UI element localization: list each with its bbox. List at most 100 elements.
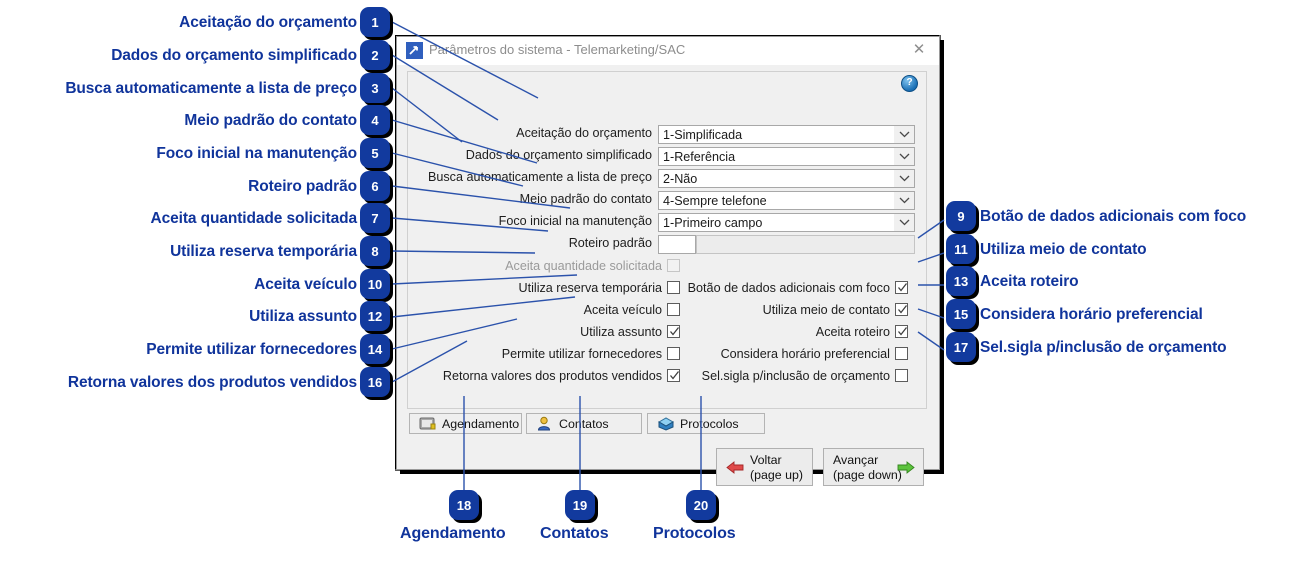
annotation-label-12: Utiliza assunto xyxy=(249,308,357,325)
annotation-badge-9: 9 xyxy=(946,201,976,231)
chevron-down-icon[interactable] xyxy=(894,214,914,231)
chevron-down-icon[interactable] xyxy=(894,192,914,209)
checkbox-input[interactable] xyxy=(895,347,908,360)
protocol-box-icon xyxy=(657,416,675,431)
annotation-label-20: Protocolos xyxy=(653,525,736,542)
help-icon[interactable]: ? xyxy=(901,75,918,92)
checkbox-row[interactable]: Retorna valores dos produtos vendidos xyxy=(408,368,680,386)
annotation-label-14: Permite utilizar fornecedores xyxy=(146,341,357,358)
checkbox-row[interactable]: Botão de dados adicionais com foco xyxy=(688,280,908,298)
annotation-label-11: Utiliza meio de contato xyxy=(980,241,1147,258)
checkbox-row[interactable]: Aceita veículo xyxy=(408,302,680,320)
annotation-label-13: Aceita roteiro xyxy=(980,273,1079,290)
checkbox-label: Permite utilizar fornecedores xyxy=(501,347,662,361)
annotation-badge-7: 7 xyxy=(360,203,390,233)
checkbox-input[interactable] xyxy=(667,347,680,360)
chevron-down-icon[interactable] xyxy=(894,148,914,165)
calendar-book-icon xyxy=(419,416,437,431)
annotation-label-18: Agendamento xyxy=(400,525,506,542)
roteiro-label: Roteiro padrão xyxy=(568,236,652,250)
annotation-label-1: Aceitação do orçamento xyxy=(179,14,357,31)
annotation-badge-11: 11 xyxy=(946,234,976,264)
combo-value: 4-Sempre telefone xyxy=(663,194,767,208)
arrow-right-green-icon xyxy=(897,460,915,475)
checkbox-row[interactable]: Sel.sigla p/inclusão de orçamento xyxy=(688,368,908,386)
combo-row: Busca automaticamente a lista de preço 2-… xyxy=(408,169,915,188)
checkbox-row[interactable]: Utiliza meio de contato xyxy=(688,302,908,320)
combo-box[interactable]: 4-Sempre telefone xyxy=(658,191,915,210)
checkbox-label: Aceita veículo xyxy=(583,303,662,317)
checkbox-row[interactable]: Utiliza reserva temporária xyxy=(408,280,680,298)
combo-box[interactable]: 1-Primeiro campo xyxy=(658,213,915,232)
back-line2: (page up) xyxy=(750,468,804,482)
checkbox-row[interactable]: Considera horário preferencial xyxy=(688,346,908,364)
checkbox-input[interactable] xyxy=(895,369,908,382)
checkbox-row[interactable]: Permite utilizar fornecedores xyxy=(408,346,680,364)
checkbox-label: Utiliza reserva temporária xyxy=(518,281,662,295)
checkbox-row[interactable]: Aceita roteiro xyxy=(688,324,908,342)
toolbar-button-contatos[interactable]: Contatos xyxy=(526,413,642,434)
checkbox-row[interactable]: Utiliza assunto xyxy=(408,324,680,342)
annotation-label-17: Sel.sigla p/inclusão de orçamento xyxy=(980,339,1227,356)
annotation-badge-15: 15 xyxy=(946,299,976,329)
toolbar-button-agendamento[interactable]: Agendamento xyxy=(409,413,522,434)
checkbox-input[interactable] xyxy=(667,281,680,294)
combo-box[interactable]: 1-Referência xyxy=(658,147,915,166)
field-label: Dados do orçamento simplificado xyxy=(465,148,652,162)
annotation-badge-6: 6 xyxy=(360,171,390,201)
annotation-badge-13: 13 xyxy=(946,266,976,296)
roteiro-row: Roteiro padrão xyxy=(408,235,915,254)
window-title: Parâmetros do sistema - Telemarketing/SA… xyxy=(429,42,686,57)
chevron-down-icon[interactable] xyxy=(894,126,914,143)
annotation-badge-20: 20 xyxy=(686,490,716,520)
roteiro-code-input[interactable] xyxy=(658,235,696,254)
annotation-label-15: Considera horário preferencial xyxy=(980,306,1203,323)
title-bar[interactable]: Parâmetros do sistema - Telemarketing/SA… xyxy=(397,37,939,65)
combo-value: 1-Referência xyxy=(663,150,736,164)
annotation-label-6: Roteiro padrão xyxy=(248,178,357,195)
checkbox-input[interactable] xyxy=(667,325,680,338)
field-label: Busca automaticamente a lista de preço xyxy=(427,170,652,184)
annotation-badge-18: 18 xyxy=(449,490,479,520)
checkbox-label: Utiliza meio de contato xyxy=(762,303,890,317)
toolbar-button-label: Protocolos xyxy=(680,416,739,431)
toolbar-button-protocolos[interactable]: Protocolos xyxy=(647,413,765,434)
combo-value: 1-Primeiro campo xyxy=(663,216,763,230)
combo-row: Dados do orçamento simplificado 1-Referên… xyxy=(408,147,915,166)
annotation-badge-10: 10 xyxy=(360,269,390,299)
annotation-label-3: Busca automaticamente a lista de preço xyxy=(65,80,357,97)
combo-box[interactable]: 2-Não xyxy=(658,169,915,188)
annotation-badge-2: 2 xyxy=(360,40,390,70)
annotation-label-8: Utiliza reserva temporária xyxy=(170,243,357,260)
annotation-badge-16: 16 xyxy=(360,367,390,397)
combo-box[interactable]: 1-Simplificada xyxy=(658,125,915,144)
annotation-label-2: Dados do orçamento simplificado xyxy=(111,47,357,64)
forward-button[interactable]: Avançar(page down) xyxy=(823,448,924,486)
roteiro-description-field xyxy=(696,235,915,254)
checkbox-row[interactable]: Aceita quantidade solicitada xyxy=(408,258,680,276)
chevron-down-icon[interactable] xyxy=(894,170,914,187)
close-icon[interactable]: ✕ xyxy=(912,41,926,58)
checkbox-input[interactable] xyxy=(895,281,908,294)
checkbox-label: Utiliza assunto xyxy=(580,325,662,339)
checkbox-input[interactable] xyxy=(667,369,680,382)
checkbox-input[interactable] xyxy=(895,325,908,338)
parameters-dialog-window: Parâmetros do sistema - Telemarketing/SA… xyxy=(396,36,940,486)
forward-line2: (page down) xyxy=(833,468,902,482)
checkbox-label: Botão de dados adicionais com foco xyxy=(687,281,890,295)
arrow-left-red-icon xyxy=(726,460,744,475)
back-button[interactable]: Voltar(page up) xyxy=(716,448,813,486)
annotation-label-4: Meio padrão do contato xyxy=(184,112,357,129)
annotation-label-10: Aceita veículo xyxy=(254,276,357,293)
checkbox-input[interactable] xyxy=(895,303,908,316)
annotation-label-7: Aceita quantidade solicitada xyxy=(150,210,357,227)
checkbox-label: Aceita quantidade solicitada xyxy=(505,259,662,273)
annotation-badge-17: 17 xyxy=(946,332,976,362)
annotation-badge-14: 14 xyxy=(360,334,390,364)
checkbox-input[interactable] xyxy=(667,303,680,316)
app-arrow-icon xyxy=(406,42,423,59)
